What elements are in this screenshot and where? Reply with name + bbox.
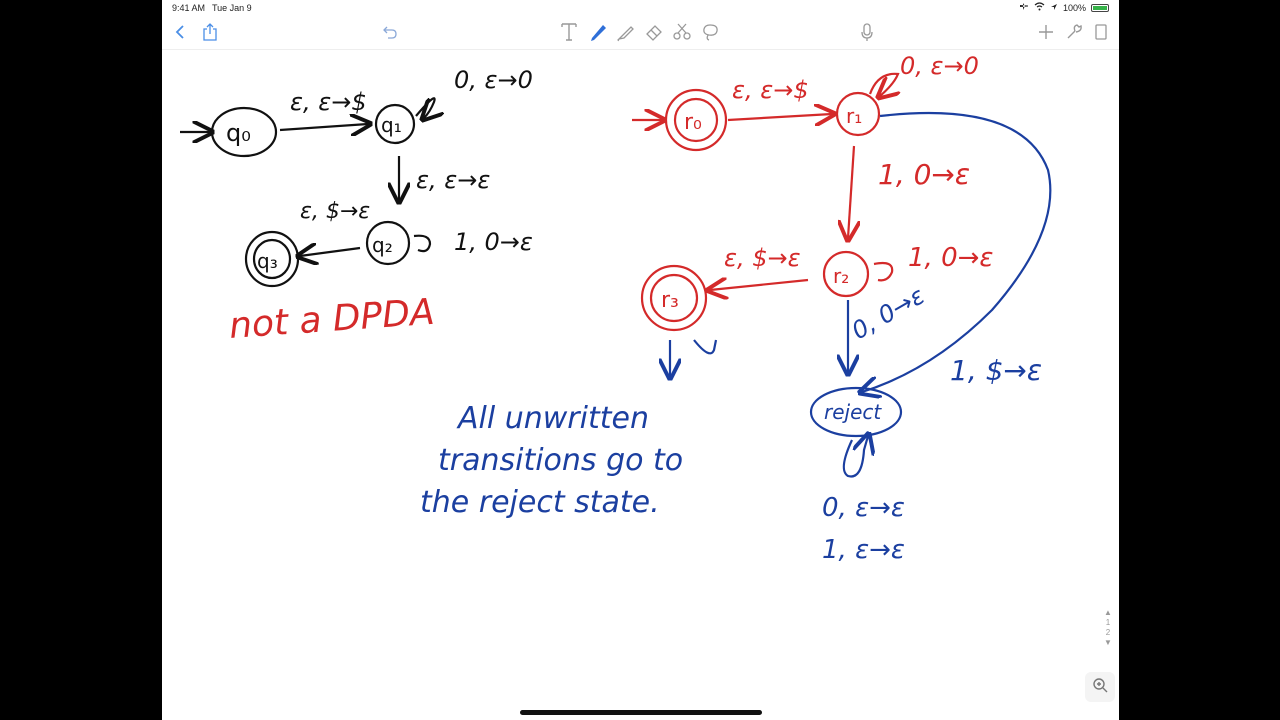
lasso-tool-icon[interactable] bbox=[698, 20, 722, 44]
pda1-trans-q1-loop: 0, ε→0 bbox=[454, 66, 533, 94]
pda2-loop-reject bbox=[842, 436, 868, 478]
pda2-trans-r2-r3: ε, $→ε bbox=[724, 244, 801, 272]
pda2-r3-out-loop bbox=[693, 339, 718, 355]
pda2-label-reject: reject bbox=[824, 400, 882, 424]
pda2-arrow-r1-reject bbox=[862, 111, 1052, 392]
pda1-label-q2: q₂ bbox=[372, 233, 393, 257]
pda2-label-r0: r₀ bbox=[684, 110, 702, 135]
wrench-icon[interactable] bbox=[1064, 20, 1084, 44]
pda1-state-q1 bbox=[374, 103, 416, 145]
pda2-trans-r2-loop: 1, 0→ε bbox=[908, 243, 993, 273]
airplane-icon bbox=[1019, 2, 1029, 13]
pda1-trans-q2-q3: ε, $→ε bbox=[300, 199, 370, 224]
eraser-tool-icon[interactable] bbox=[642, 20, 666, 44]
page-total: 2 bbox=[1105, 628, 1111, 637]
pda2-label-r1: r₁ bbox=[846, 104, 862, 128]
pda2-loop-r2 bbox=[873, 261, 894, 282]
scissors-tool-icon[interactable] bbox=[670, 20, 694, 44]
page-up-icon[interactable]: ▲ bbox=[1104, 608, 1112, 617]
pda1-diagram bbox=[180, 97, 435, 288]
location-icon bbox=[1050, 3, 1058, 13]
wifi-icon bbox=[1034, 2, 1045, 13]
pda1-arrow-q0-q1 bbox=[279, 124, 368, 130]
drawing-canvas[interactable]: q₀ q₁ q₂ q₃ ε, ε→$ 0, ε→0 ε, ε→ε ε, $→ε … bbox=[162, 50, 1119, 720]
chevron-left-icon[interactable] bbox=[170, 20, 190, 44]
toolbar bbox=[162, 16, 1119, 50]
pda1-loop-q1 bbox=[415, 97, 435, 118]
status-time: 9:41 AM bbox=[172, 3, 206, 13]
pda2-label-r3: r₃ bbox=[661, 288, 679, 313]
pda2-note-line-1: All unwritten bbox=[456, 401, 649, 436]
pda2-note-line-3: the reject state. bbox=[420, 485, 660, 520]
pda2-trans-reject-loop-2: 1, ε→ε bbox=[822, 535, 905, 565]
pda1-trans-q2-loop: 1, 0→ε bbox=[454, 228, 533, 256]
home-indicator[interactable] bbox=[520, 710, 762, 715]
pda2-arrow-r0-r1 bbox=[727, 114, 832, 120]
pda2-trans-r1-reject: 1, $→ε bbox=[950, 354, 1042, 387]
pda2-loop-r1 bbox=[868, 72, 898, 96]
undo-icon[interactable] bbox=[380, 20, 400, 44]
pda2-arrow-r2-r3 bbox=[710, 280, 809, 290]
page-down-icon[interactable]: ▼ bbox=[1104, 638, 1112, 647]
pda2-reject-edges bbox=[670, 111, 1052, 478]
notes-app-screen: 9:41 AM Tue Jan 9 100% bbox=[162, 0, 1119, 720]
pda2-trans-r1-r2: 1, 0→ε bbox=[878, 158, 970, 191]
page-current: 1 bbox=[1105, 618, 1111, 627]
pda2-state-r1 bbox=[835, 91, 881, 137]
status-right: 100% bbox=[1019, 2, 1109, 13]
battery-icon bbox=[1091, 3, 1109, 12]
pda1-state-q3-inner bbox=[252, 238, 292, 280]
pda2-state-r0-inner bbox=[673, 97, 719, 143]
pda2-diagram bbox=[632, 72, 898, 332]
share-icon[interactable] bbox=[200, 20, 220, 44]
pda2-state-r3-outer bbox=[640, 264, 708, 332]
pen-tool-icon[interactable] bbox=[586, 20, 610, 44]
status-bar: 9:41 AM Tue Jan 9 100% bbox=[162, 0, 1119, 16]
pda2-trans-r0-r1: ε, ε→$ bbox=[732, 76, 809, 104]
pda2-state-r2 bbox=[822, 250, 870, 298]
highlighter-tool-icon[interactable] bbox=[614, 20, 638, 44]
pda2-trans-r1-loop: 0, ε→0 bbox=[900, 52, 979, 80]
pda2-state-r0-outer bbox=[664, 88, 728, 152]
pda2-trans-reject-loop-1: 0, ε→ε bbox=[822, 493, 905, 523]
pda2-arrow-r1-r2 bbox=[848, 145, 854, 238]
pda1-state-q2 bbox=[365, 220, 411, 266]
pda1-label-q1: q₁ bbox=[381, 113, 402, 137]
add-icon[interactable] bbox=[1036, 20, 1056, 44]
zoom-button[interactable] bbox=[1085, 672, 1115, 702]
pda1-trans-q0-q1: ε, ε→$ bbox=[290, 88, 367, 116]
page-indicator[interactable]: ▲ 1 2 ▼ bbox=[1101, 608, 1115, 656]
pda1-state-q0 bbox=[210, 106, 278, 158]
pda2-state-r3-inner bbox=[649, 273, 699, 323]
page-icon[interactable] bbox=[1092, 20, 1110, 44]
pda1-label-q3: q₃ bbox=[257, 249, 278, 273]
microphone-icon[interactable] bbox=[856, 20, 878, 44]
pda2-label-r2: r₂ bbox=[833, 264, 849, 288]
pda1-trans-q1-q2: ε, ε→ε bbox=[416, 166, 490, 194]
pda1-loop-q2 bbox=[413, 234, 432, 253]
pda1-arrow-q2-q3 bbox=[300, 248, 361, 256]
battery-percent: 100% bbox=[1062, 2, 1086, 13]
zoom-in-icon bbox=[1092, 677, 1108, 698]
status-date: Tue Jan 9 bbox=[212, 3, 252, 13]
pda2-note-line-2: transitions go to bbox=[438, 443, 683, 478]
pda1-note: not a DPDA bbox=[228, 292, 436, 347]
text-tool-icon[interactable] bbox=[558, 20, 580, 44]
pda1-label-q0: q₀ bbox=[226, 119, 251, 147]
pda1-state-q3-outer bbox=[244, 230, 300, 288]
